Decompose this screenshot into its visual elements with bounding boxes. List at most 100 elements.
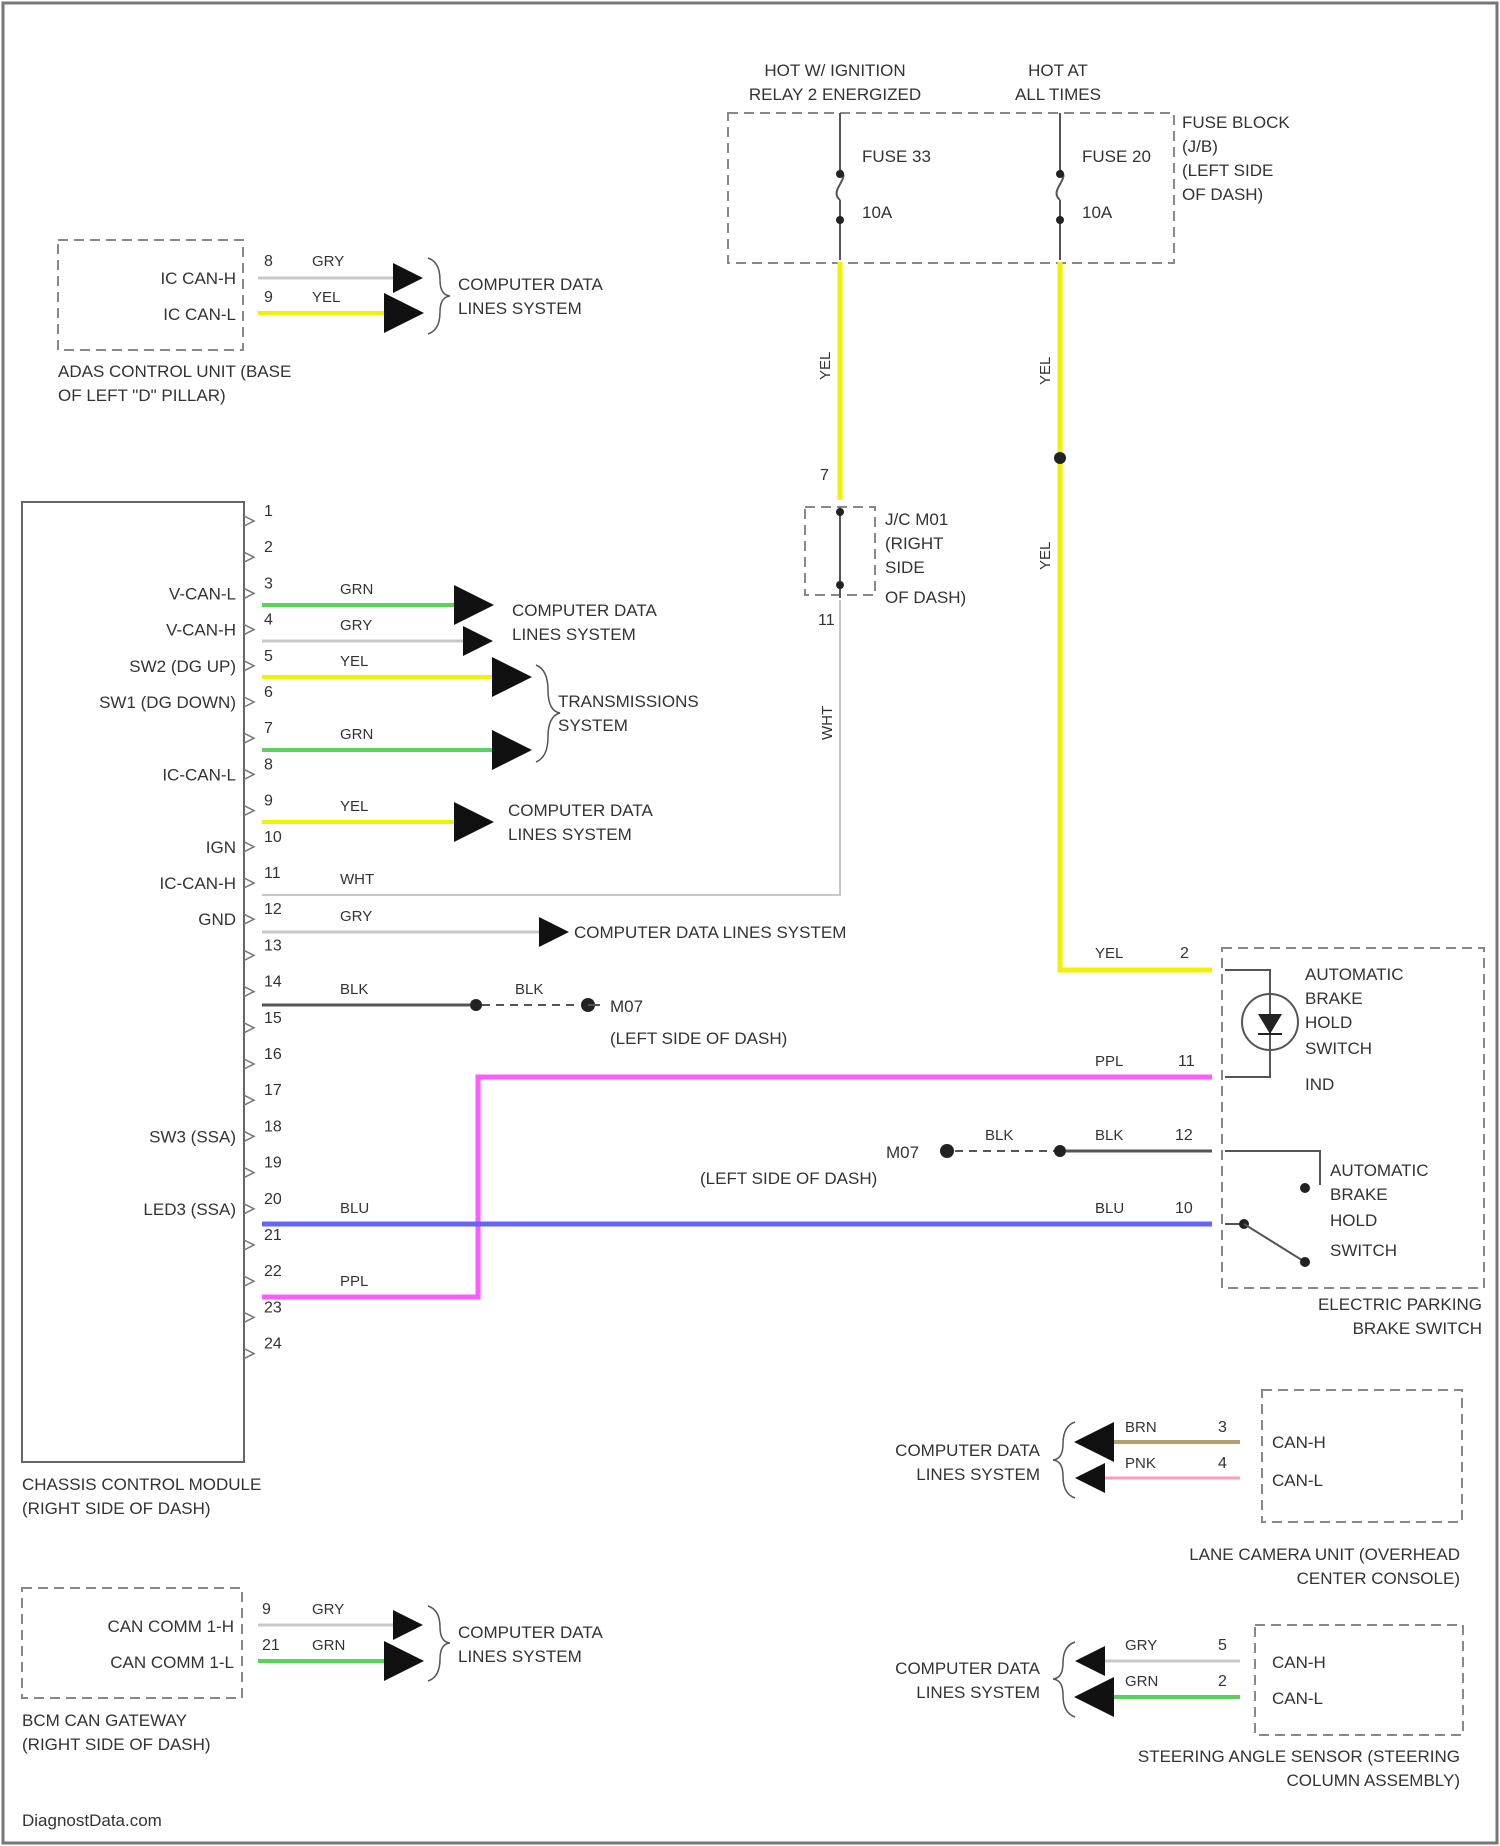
ccm-pin-tick xyxy=(244,588,254,598)
ccm-pin-number: 10 xyxy=(264,829,282,846)
steer-pin-label-2: CAN-L xyxy=(1272,1689,1323,1708)
ccm-pin-number: 21 xyxy=(264,1227,282,1244)
lane-cam-pin-label-2: CAN-L xyxy=(1272,1471,1323,1490)
wire-iccanh-color: GRY xyxy=(340,908,372,925)
ground-id: M07 xyxy=(610,997,643,1016)
ccm-pin-tick xyxy=(244,1168,254,1178)
lane-cam-name-1: LANE CAMERA UNIT (OVERHEAD xyxy=(1189,1545,1460,1564)
steer-outline xyxy=(1255,1625,1463,1735)
ccm-pin-tick xyxy=(244,1276,254,1286)
ccm-pin-number: 6 xyxy=(264,684,273,701)
bcm-pin-label-2: CAN COMM 1-L xyxy=(110,1653,234,1672)
adas-outline xyxy=(58,240,243,350)
adas-name-2: OF LEFT "D" PILLAR) xyxy=(58,386,226,405)
steer-pin-num-1: 5 xyxy=(1218,1637,1227,1654)
ccm-pin-number: 12 xyxy=(264,901,282,918)
jc-name-1: J/C M01 xyxy=(885,510,948,529)
ccm-pin-tick xyxy=(244,1204,254,1214)
hot-all-times-label-2: ALL TIMES xyxy=(1015,85,1101,104)
fuse-a-dot-top xyxy=(836,170,844,178)
electric-parking-brake-switch: AUTOMATIC BRAKE HOLD SWITCH IND AUTOMATI… xyxy=(1222,948,1484,1338)
fuse-block-outline xyxy=(728,113,1174,263)
jc-name-3: SIDE xyxy=(885,558,925,577)
epb-sw-1: AUTOMATIC xyxy=(1330,1161,1429,1180)
ccm-pin-tick xyxy=(244,1312,254,1322)
ccm-outline xyxy=(22,502,244,1462)
wire-ppl-color-1: PPL xyxy=(340,1273,368,1290)
ccm-signal-label: V-CAN-L xyxy=(169,584,236,603)
ccm-pin-tick xyxy=(244,987,254,997)
fuse-block-name-4: OF DASH) xyxy=(1182,185,1263,204)
wire-ppl-color-2: PPL xyxy=(1095,1053,1123,1070)
wire-wht-ign xyxy=(262,600,840,895)
lane-cam-pin-num-2: 4 xyxy=(1218,1455,1227,1472)
ccm-pin-tick xyxy=(244,1059,254,1069)
ground-location: (LEFT SIDE OF DASH) xyxy=(610,1029,787,1048)
ccm-pin-tick xyxy=(244,1240,254,1250)
ccm-pin-number: 15 xyxy=(264,1010,282,1027)
fuse-a-label: FUSE 33 xyxy=(862,147,931,166)
ccm-pin-number: 22 xyxy=(264,1263,282,1280)
wire-yel-label-1: YEL xyxy=(817,352,834,380)
wire-wht-label-1: WHT xyxy=(819,706,836,740)
ccm-pin-tick xyxy=(244,661,254,671)
hot-ignition-label-2: RELAY 2 ENERGIZED xyxy=(749,85,921,104)
ccm-pin-number: 7 xyxy=(264,720,273,737)
ccm-pin-number: 18 xyxy=(264,1118,282,1135)
chassis-control-module: 123456789101112131415161718192021222324 … xyxy=(22,502,282,1518)
ccm-pin-tick xyxy=(244,1023,254,1033)
wire-ign-color: WHT xyxy=(340,871,374,888)
ccm-name-2: (RIGHT SIDE OF DASH) xyxy=(22,1499,211,1518)
epb-name-1: ELECTRIC PARKING xyxy=(1318,1295,1482,1314)
jc-m01: J/C M01 (RIGHT SIDE OF DASH) 11 xyxy=(805,507,966,629)
wire-yel-fuse20 xyxy=(1060,262,1212,970)
iccanl-dest-1: COMPUTER DATA xyxy=(508,801,653,820)
lane-cam-name-2: CENTER CONSOLE) xyxy=(1297,1569,1460,1588)
ccm-pin-tick xyxy=(244,806,254,816)
epb-name-2: BRAKE SWITCH xyxy=(1353,1319,1482,1338)
bcm-pin-num-2: 21 xyxy=(262,1637,280,1654)
watermark: DiagnostData.com xyxy=(22,1811,162,1830)
ccm-pin-tick xyxy=(244,697,254,707)
ccm-signal-label: LED3 (SSA) xyxy=(143,1200,236,1219)
adas-pin-label-2: IC CAN-L xyxy=(163,305,236,324)
fuse-b-rating: 10A xyxy=(1082,203,1113,222)
steering-angle-sensor: CAN-H CAN-L 5 2 GRY GRN COMPUTER DATA LI… xyxy=(895,1625,1463,1790)
wire-sw1-color: GRN xyxy=(340,726,373,743)
epb-sw-4: SWITCH xyxy=(1330,1241,1397,1260)
fuse-b-dot-bottom xyxy=(1056,216,1064,224)
lane-cam-dest-2: LINES SYSTEM xyxy=(916,1465,1040,1484)
steer-wire-2: GRN xyxy=(1125,1673,1158,1690)
wire-yel-label-4: YEL xyxy=(1095,945,1123,962)
ccm-pin-number: 9 xyxy=(264,793,273,810)
bcm-dest-2: LINES SYSTEM xyxy=(458,1647,582,1666)
lane-cam-wire-2: PNK xyxy=(1125,1455,1156,1472)
ccm-pin-tick xyxy=(244,1131,254,1141)
ccm-pin-tick xyxy=(244,625,254,635)
ccm-pin-tick xyxy=(244,516,254,526)
ccm-pin-number: 23 xyxy=(264,1299,282,1316)
adas-wire-color-2: YEL xyxy=(312,289,340,306)
wire-iccanl-color: YEL xyxy=(340,798,368,815)
bcm-wire-2: GRN xyxy=(312,1637,345,1654)
fuse-a-symbol xyxy=(837,113,844,260)
fuse-b-dot-top xyxy=(1056,170,1064,178)
wire-yel-label-2: YEL xyxy=(1037,357,1054,385)
ccm-pin-tick xyxy=(244,842,254,852)
lane-cam-wire-1: BRN xyxy=(1125,1419,1157,1436)
fuse-block: HOT W/ IGNITION RELAY 2 ENERGIZED HOT AT… xyxy=(728,61,1290,263)
ccm-pin-tick xyxy=(244,1349,254,1359)
ccm-signal-label: SW2 (DG UP) xyxy=(129,657,236,676)
ccm-pin-number: 19 xyxy=(264,1155,282,1172)
ccm-pin-number: 1 xyxy=(264,503,273,520)
bcm-pin-label-1: CAN COMM 1-H xyxy=(107,1617,234,1636)
steer-pin-label-1: CAN-H xyxy=(1272,1653,1326,1672)
hot-all-times-label-1: HOT AT xyxy=(1028,61,1088,80)
fuse-a-dot-bottom xyxy=(836,216,844,224)
ground-location-2: (LEFT SIDE OF DASH) xyxy=(700,1169,877,1188)
jc-name-4: OF DASH) xyxy=(885,588,966,607)
steer-dest-1: COMPUTER DATA xyxy=(895,1659,1040,1678)
ccm-signal-label: SW3 (SSA) xyxy=(149,1127,236,1146)
epb-pin-blk: 12 xyxy=(1175,1127,1193,1144)
